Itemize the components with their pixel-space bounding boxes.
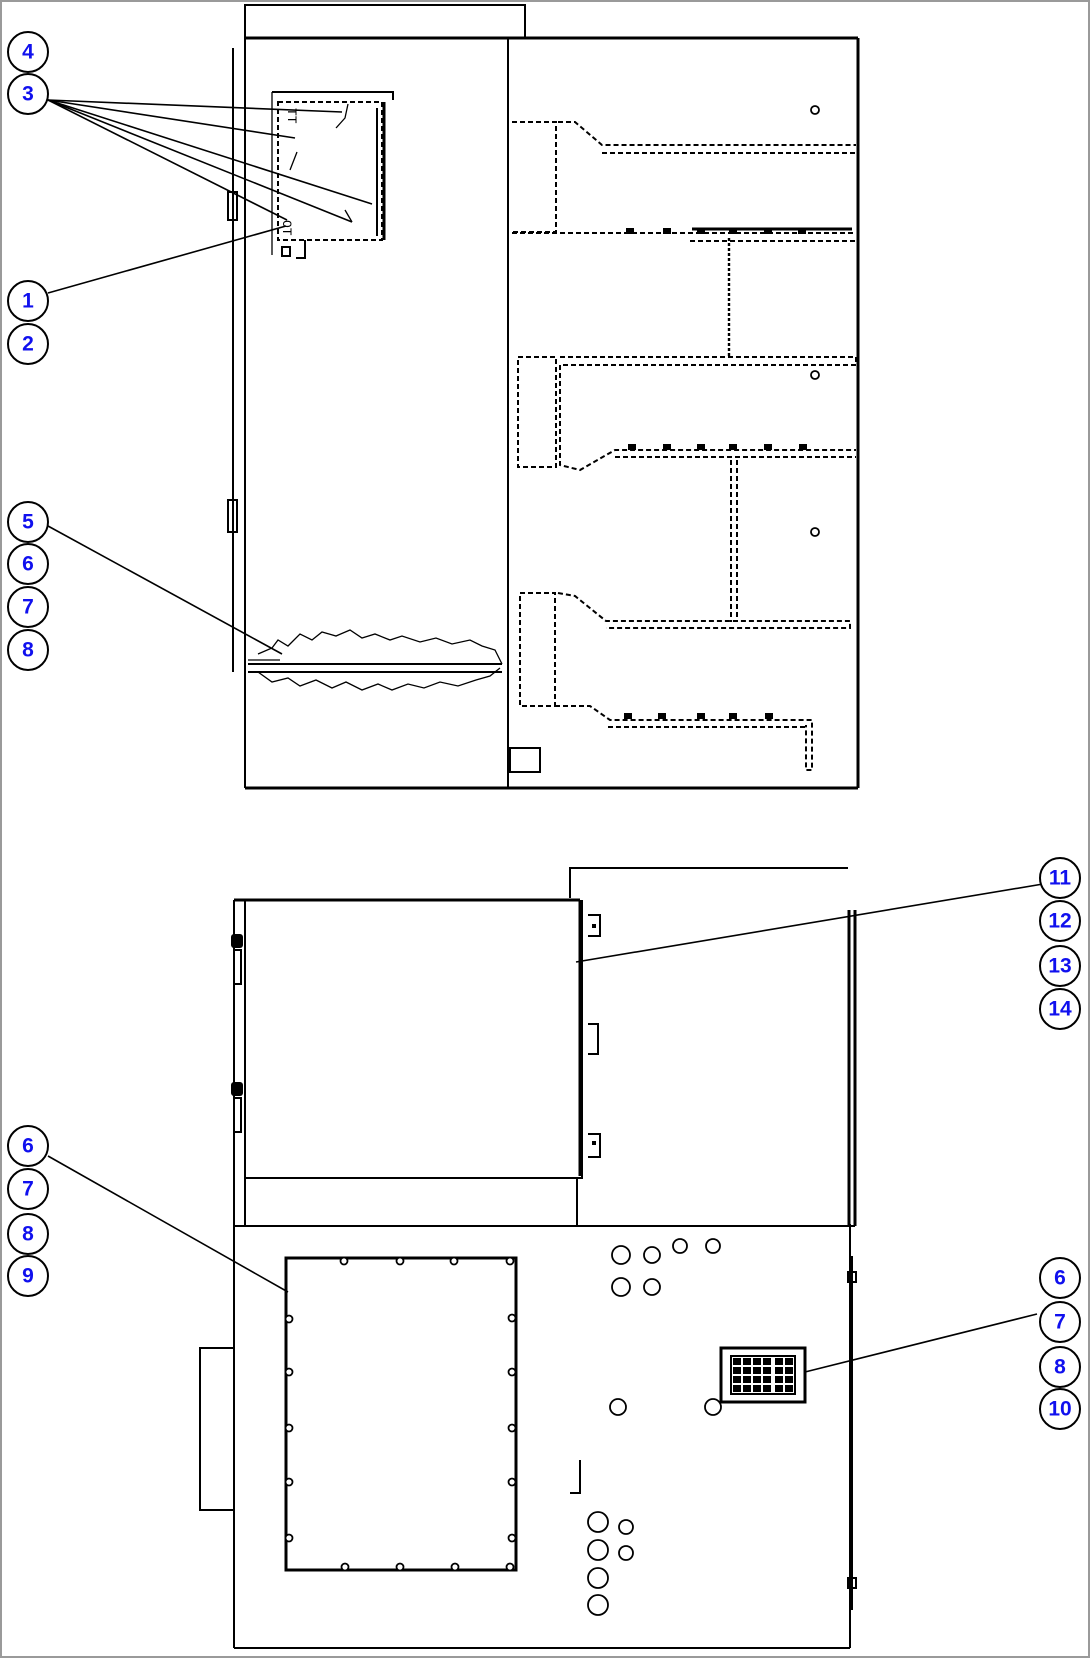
bolt-row-3 [624, 713, 773, 719]
svg-text:13: 13 [1048, 955, 1071, 978]
svg-text:7: 7 [22, 1178, 34, 1201]
callout-7: 7 [1039, 1301, 1081, 1343]
callout-10: 10 [1039, 1388, 1081, 1430]
callout-13: 13 [1039, 945, 1081, 987]
svg-text:8: 8 [22, 639, 34, 662]
callout-11: 11 [1039, 857, 1081, 899]
svg-text:6: 6 [22, 553, 34, 576]
svg-text:11: 11 [1049, 867, 1072, 890]
callout-7: 7 [7, 586, 49, 628]
callout-9: 9 [7, 1255, 49, 1297]
svg-text:4: 4 [22, 41, 34, 64]
callout-12: 12 [1039, 900, 1081, 942]
terminal-block [719, 1346, 807, 1404]
svg-text:OT: OT [279, 220, 294, 236]
svg-text:1: 1 [22, 290, 34, 313]
bottom-view [199, 867, 857, 1649]
callout-1: 1 [7, 280, 49, 322]
callout-6: 6 [7, 1125, 49, 1167]
svg-text:10: 10 [1048, 1398, 1071, 1421]
callout-2: 2 [7, 323, 49, 365]
svg-text:8: 8 [1054, 1356, 1066, 1379]
bolt-row-1 [626, 228, 806, 234]
knockouts [587, 1238, 722, 1616]
callouts-top-view: 4 3 1 2 5 6 7 8 [7, 31, 49, 671]
svg-text:7: 7 [22, 596, 34, 619]
svg-text:6: 6 [22, 1135, 34, 1158]
callout-6: 6 [7, 543, 49, 585]
bolt-row-2 [628, 444, 807, 450]
callout-6: 6 [1039, 1257, 1081, 1299]
callout-8: 8 [7, 629, 49, 671]
callout-3: 3 [7, 73, 49, 115]
cover-plate-bolts [284, 1256, 517, 1572]
svg-text:7: 7 [1054, 1311, 1066, 1334]
svg-text:TT: TT [284, 108, 299, 124]
top-view: TT OT [227, 4, 860, 790]
callouts-bottom-right-upper: 11 12 13 14 [1039, 857, 1081, 1030]
callout-7: 7 [7, 1168, 49, 1210]
callout-4: 4 [7, 31, 49, 73]
callout-8: 8 [1039, 1346, 1081, 1388]
leader-lines [47, 99, 1044, 1373]
svg-text:5: 5 [22, 511, 34, 534]
svg-text:3: 3 [22, 83, 34, 106]
svg-text:12: 12 [1048, 910, 1071, 933]
svg-text:6: 6 [1054, 1267, 1066, 1290]
callout-8: 8 [7, 1213, 49, 1255]
callouts-bottom-left: 6 7 8 9 [7, 1125, 49, 1297]
svg-text:2: 2 [22, 333, 34, 356]
svg-text:9: 9 [22, 1265, 34, 1288]
callout-14: 14 [1039, 988, 1081, 1030]
callout-5: 5 [7, 501, 49, 543]
callouts-bottom-right-lower: 6 7 8 10 [1039, 1257, 1081, 1430]
svg-text:14: 14 [1048, 998, 1072, 1021]
svg-text:8: 8 [22, 1223, 34, 1246]
